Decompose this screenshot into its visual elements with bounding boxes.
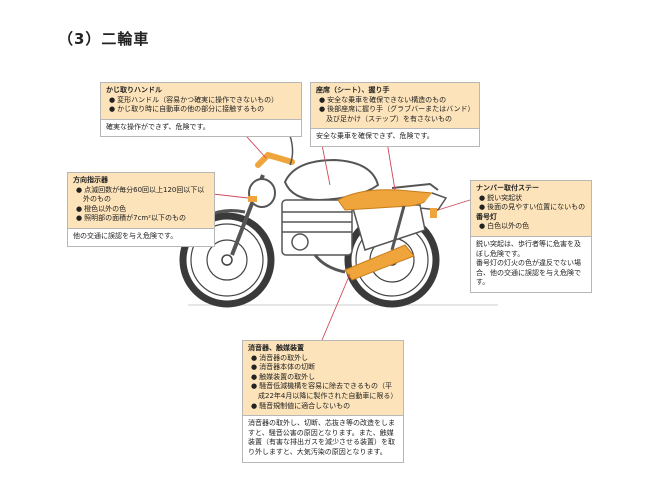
headlight-icon [248,178,276,208]
callout-seat-item: 安全な乗車を確保できない構造のもの [316,96,474,106]
plate-stay-icon [430,208,437,218]
callout-muffler-title: 消音器、触媒装置 [248,344,304,352]
callout-plate-item: 鋭い突起状 [476,194,586,204]
side-cover-icon [351,204,426,251]
fuel-tank-icon [283,158,380,202]
callout-muffler-item: 騒音低減機構を容易に除去できるもの（平成22年4月以降に製作された自動車に限る） [248,382,398,401]
callout-muffler-item: 触媒装置の取外し [248,373,398,383]
callout-handlebar-note: 確実な操作ができず、危険です。 [101,118,301,137]
tail-icon [419,192,448,211]
leader-muffler [321,273,351,341]
callout-plate-note: 鋭い突起は、歩行者等に危害を及ぼし危険です。 番号灯の灯火の色が違反でない場合、… [471,235,591,292]
callout-plate-item: 後面の見やすい位置にないもの [476,203,586,213]
page-title: （3）二輪車 [58,30,150,48]
callout-turn-signal-title: 方向指示器 [73,176,108,184]
callout-turn-signal-item: 点滅回数が毎分60回以上120回以下以外のもの [73,186,209,205]
callout-plate-item2: 白色以外の色 [476,222,586,232]
callout-muffler: 消音器、触媒装置 消音器の取外し 消音器本体の切断 触媒装置の取外し 騒音低減機… [242,340,404,463]
callout-muffler-note: 消音器の取外し、切断、芯抜き等の改造をしますと、騒音公害の原因となります。また、… [243,415,403,461]
callout-plate-title2: 番号灯 [476,212,497,221]
callout-plate-title: ナンバー取付ステー [476,184,539,192]
callout-seat-note: 安全な乗車を確保できず、危険です。 [311,128,479,146]
callout-seat-item: 後部座席に握り手（グラブバーまたはバンド）及び足かけ（ステップ）を有さないもの [316,105,474,124]
callout-turn-signal-item: 照明部の面積が7cm²以下のもの [73,214,209,224]
front-wheel-icon [179,212,275,308]
callout-handlebar-item: かじ取り時に自動車の他の部分に接触するもの [106,105,296,115]
callout-seat: 座席（シート）、握り手 安全な乗車を確保できない構造のもの 後部座席に握り手（グ… [310,82,480,147]
callout-muffler-item: 消音器の取外し [248,354,398,364]
callout-handlebar-item: 変形ハンドル（容易かつ確実に操作できないもの） [106,96,296,106]
rear-shock-icon [390,205,406,251]
callout-turn-signal-item: 橙色以外の色 [73,205,209,215]
callout-plate: ナンバー取付ステー 鋭い突起状 後面の見やすい位置にないもの 番号灯 白色以外の… [470,180,592,293]
callout-turn-signal-note: 他の交通に誤認を与え危険です。 [68,227,214,246]
callout-handlebar-title: かじ取りハンドル [106,86,162,94]
leader-turn-signal [212,193,249,199]
callout-muffler-item: 消音器本体の切断 [248,363,398,373]
callout-plate-note-line: 番号灯の灯火の色が違反でない場合、他の交通に誤認を与え危険です。 [476,259,581,287]
leader-plate-stay [437,199,471,211]
callout-muffler-item: 騒音規制値に適合しないもの [248,402,398,412]
callout-plate-note-line: 鋭い突起は、歩行者等に危害を及ぼし危険です。 [476,239,581,258]
grab-bar-icon [391,182,439,191]
callout-seat-title: 座席（シート）、握り手 [316,86,390,94]
muffler-icon [344,244,415,281]
exhaust-pipe-icon [313,254,346,274]
callout-turn-signal: 方向指示器 点滅回数が毎分60回以上120回以下以外のもの 橙色以外の色 照明部… [67,172,215,247]
turn-signal-icon [248,196,257,202]
callout-handlebar: かじ取りハンドル 変形ハンドル（容易かつ確実に操作できないもの） かじ取り時に自… [100,82,302,138]
engine-icon [281,199,353,256]
